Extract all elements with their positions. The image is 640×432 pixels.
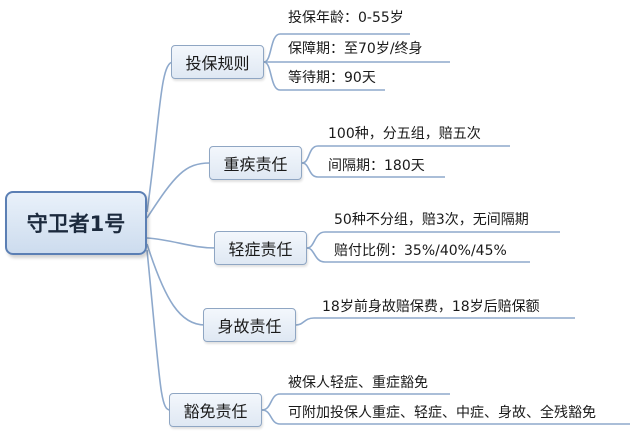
branch-node-premium-waiver: 豁免责任 (169, 393, 262, 427)
leaf-node: 保障期：至70岁/终身 (288, 41, 423, 57)
leaf-node: 等待期：90天 (288, 70, 376, 86)
connector-root-branch-2 (146, 162, 211, 219)
leaf-node: 18岁前身故赔保费，18岁后赔保额 (322, 299, 540, 315)
leaf-node: 赔付比例：35%/40%/45% (334, 243, 507, 259)
root-node: 守卫者1号 (5, 191, 147, 255)
leaf-node: 100种，分五组，赔五次 (328, 126, 481, 142)
connector-root-branch-1 (146, 61, 174, 213)
leaf-node: 可附加投保人重症、轻症、中症、身故、全残豁免 (288, 405, 596, 421)
leaf-node: 50种不分组，赔3次，无间隔期 (334, 212, 529, 228)
branch-node-mild-illness: 轻症责任 (214, 231, 307, 265)
connector-root-branch-4 (146, 243, 206, 326)
connector-root-branch-5 (146, 249, 171, 411)
connector-root-branch-3 (146, 237, 217, 249)
branch-node-death-benefit: 身故责任 (203, 308, 296, 342)
leaf-node: 间隔期：180天 (328, 158, 425, 174)
leaf-node: 投保年龄：0-55岁 (288, 10, 404, 26)
leaf-node: 被保人轻症、重症豁免 (288, 375, 428, 391)
branch-node-critical-illness: 重疾责任 (209, 146, 302, 180)
branch-node-underwriting-rules: 投保规则 (171, 45, 264, 79)
